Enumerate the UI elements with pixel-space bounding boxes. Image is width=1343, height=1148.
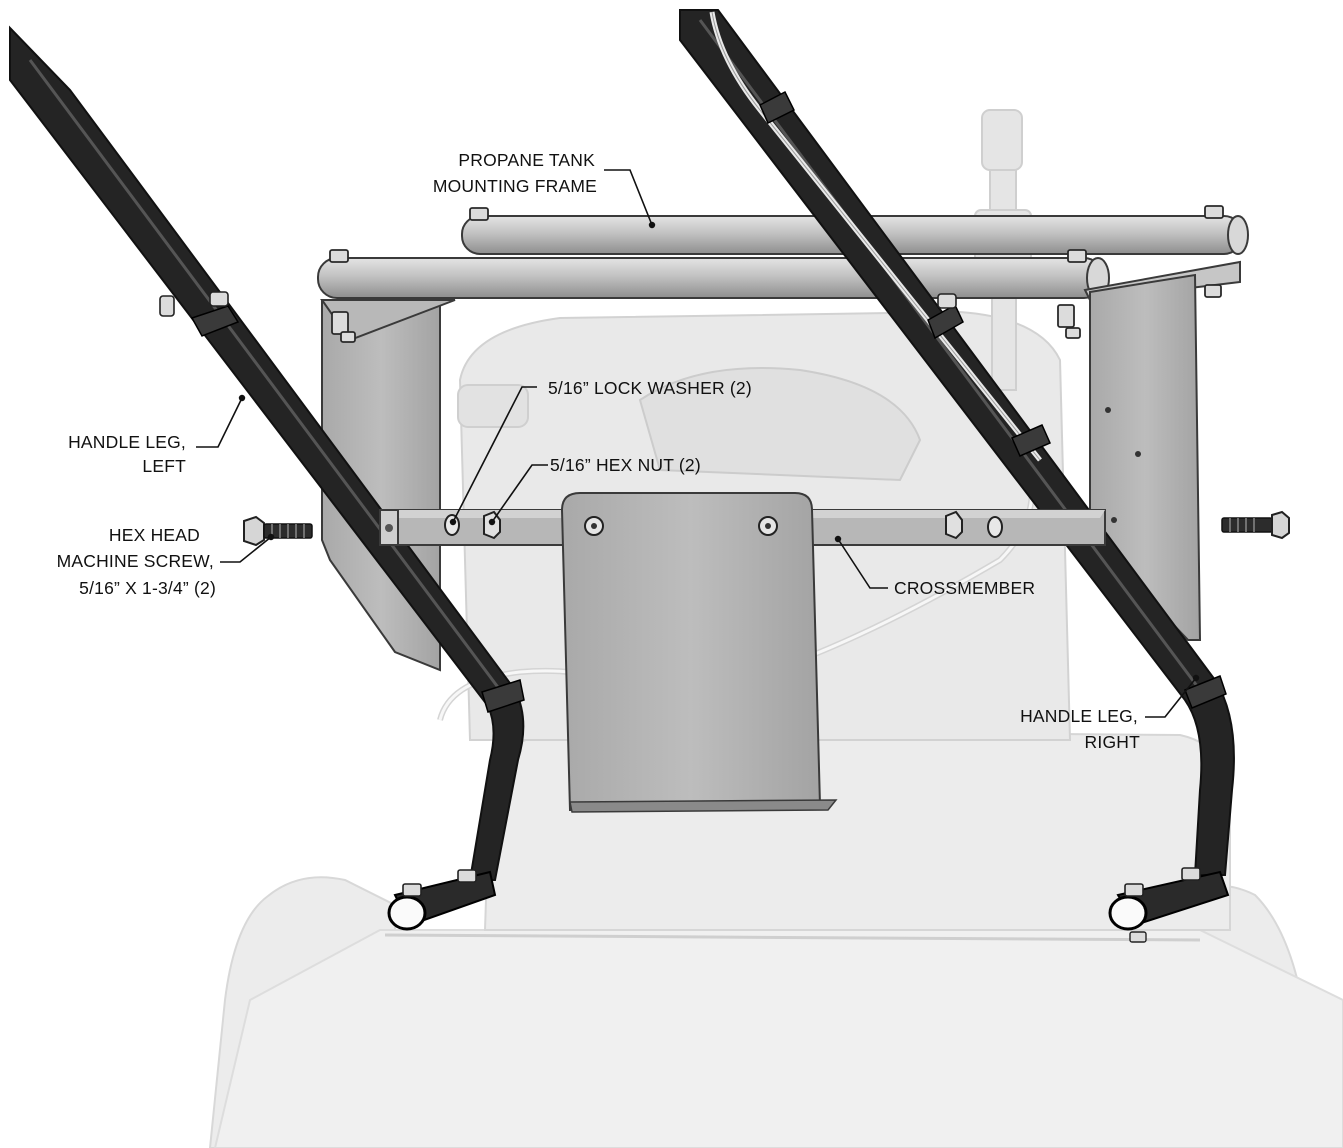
frame-bolts <box>329 205 1224 343</box>
fuel-cap <box>457 384 529 428</box>
callout-handle-leg-left-line2: LEFT <box>142 456 186 476</box>
callout-handle-leg-left: HANDLE LEG, LEFT <box>68 432 186 476</box>
callout-hex-screw-line1: HEX HEAD <box>109 525 200 545</box>
tank-mounting-plate <box>560 492 838 813</box>
hex-nuts <box>483 510 963 540</box>
callout-handle-leg-right-line2: RIGHT <box>1085 732 1141 752</box>
frame-front-tube <box>317 257 1104 299</box>
callout-hex-screw-line2: MACHINE SCREW, <box>57 551 214 571</box>
callout-hex-screw-line3: 5/16” X 1-3/4” (2) <box>79 578 216 598</box>
callout-propane-frame-line1: PROPANE TANK <box>458 150 595 170</box>
callout-handle-leg-left-line1: HANDLE LEG, <box>68 432 186 452</box>
callout-handle-leg-right: HANDLE LEG, RIGHT <box>1020 706 1140 752</box>
handle-leg-left <box>9 25 525 931</box>
handle-leg-right <box>679 9 1235 943</box>
callout-propane-frame-line2: MOUNTING FRAME <box>433 176 597 196</box>
base-plate <box>384 933 1201 942</box>
hex-head-screw-left <box>243 515 313 547</box>
callout-handle-leg-right-line1: HANDLE LEG, <box>1020 706 1138 726</box>
callout-lock-washer: 5/16” LOCK WASHER (2) <box>548 378 752 398</box>
hex-head-screw-right <box>1221 510 1290 540</box>
callout-leaders <box>196 169 1200 718</box>
callout-crossmember: CROSSMEMBER <box>894 578 1035 598</box>
callout-hex-screw: HEX HEAD MACHINE SCREW, 5/16” X 1-3/4” (… <box>57 525 216 598</box>
engine-grille <box>638 367 922 482</box>
mower-deck <box>213 929 1343 1148</box>
callout-hex-nut: 5/16” HEX NUT (2) <box>550 455 701 475</box>
callout-propane-frame: PROPANE TANK MOUNTING FRAME <box>433 150 597 196</box>
